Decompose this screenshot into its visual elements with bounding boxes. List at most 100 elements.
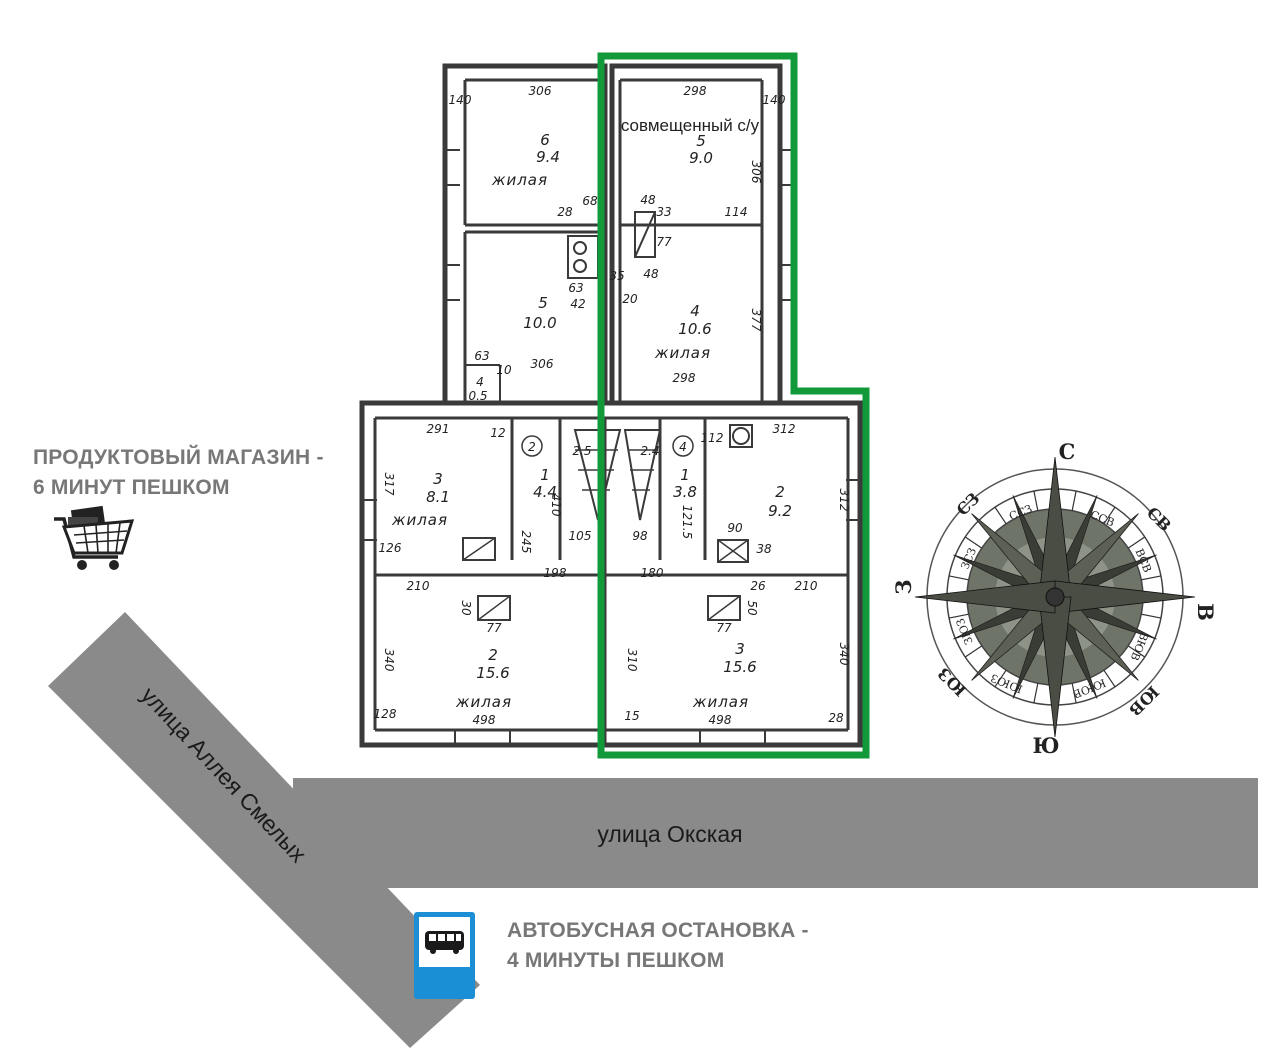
room-number: 1 — [540, 466, 550, 484]
compass-label-sw: ЮЗ — [934, 664, 970, 700]
compass-label-north: С — [1059, 439, 1076, 464]
compass-ring-tick — [1141, 575, 1162, 581]
svg-text:33: 33 — [656, 205, 671, 219]
room-type: жилая — [455, 693, 512, 711]
svg-text:210: 210 — [407, 579, 430, 593]
room-area: 8.1 — [426, 488, 450, 506]
room-area: 9.0 — [689, 149, 713, 167]
svg-text:30: 30 — [459, 600, 473, 616]
room-area: 10.6 — [678, 320, 711, 338]
room-number: 5 — [696, 132, 706, 150]
compass-ring-tick — [994, 506, 1007, 525]
room-area: 4.4 — [533, 483, 557, 501]
svg-text:38: 38 — [756, 542, 772, 556]
compass-ring-tick — [1033, 683, 1039, 704]
svg-text:340: 340 — [837, 643, 851, 666]
svg-text:50: 50 — [745, 600, 759, 616]
compass-ring-tick — [1071, 490, 1077, 511]
compass-ring-tick — [1127, 645, 1146, 658]
svg-text:298: 298 — [673, 371, 696, 385]
svg-text:12: 12 — [490, 426, 505, 440]
street-label-okskaya: улица Окская — [597, 821, 742, 847]
compass-ring-tick — [1033, 490, 1039, 511]
svg-text:126: 126 — [379, 541, 402, 555]
plan-wall-lower — [359, 400, 863, 748]
room-area: 15.6 — [723, 658, 756, 676]
room-area: 15.6 — [476, 664, 509, 682]
svg-text:410: 410 — [549, 494, 563, 517]
svg-text:77: 77 — [486, 621, 502, 635]
svg-text:63: 63 — [568, 281, 583, 295]
compass-label-east: В — [1193, 603, 1218, 621]
compass-ring-tick — [1103, 506, 1116, 525]
compass-ring-tick — [1141, 613, 1162, 619]
svg-text:180: 180 — [641, 566, 664, 580]
room-area: 0.5 — [468, 389, 487, 403]
room-number: 2 — [488, 646, 498, 664]
svg-text:306: 306 — [749, 161, 763, 184]
compass-point — [914, 580, 1056, 614]
room-number: 5 — [538, 294, 548, 312]
road-okskaya — [293, 778, 1258, 888]
svg-text:68: 68 — [582, 194, 598, 208]
svg-text:306: 306 — [531, 357, 554, 371]
room-number: 2 — [775, 483, 785, 501]
dimension-labels: 306 298 140 140 306 68 28 48 33 77 48 63… — [374, 84, 851, 727]
svg-text:48: 48 — [643, 267, 659, 281]
poi-bus-line1: АВТОБУСНАЯ ОСТАНОВКА - — [507, 919, 809, 942]
room-type: жилая — [491, 171, 548, 189]
svg-text:298: 298 — [684, 84, 707, 98]
svg-text:2.5: 2.5 — [572, 444, 591, 458]
room-number: 1 — [680, 466, 690, 484]
svg-text:10: 10 — [496, 363, 512, 377]
poi-grocery-store: ПРОДУКТОВЫЙ МАГАЗИН - 6 МИНУТ ПЕШКОМ — [33, 443, 324, 503]
compass-ring-tick — [964, 536, 983, 549]
room-area: 10.0 — [523, 314, 556, 332]
room-type: жилая — [654, 344, 711, 362]
svg-text:114: 114 — [725, 205, 748, 219]
svg-text:63: 63 — [474, 349, 489, 363]
compass-ring-tick — [1071, 683, 1077, 704]
svg-text:340: 340 — [382, 649, 396, 672]
room-area: 9.2 — [768, 502, 792, 520]
svg-text:112: 112 — [701, 431, 724, 445]
road-aleya-smelykh — [48, 612, 480, 1048]
room-number: 4 — [476, 375, 484, 389]
poi-bus-line2: 4 МИНУТЫ ПЕШКОМ — [507, 949, 725, 972]
svg-text:77: 77 — [716, 621, 732, 635]
room-area: 3.8 — [673, 483, 697, 501]
svg-text:498: 498 — [709, 713, 732, 727]
room-type: совмещенный с/у — [621, 116, 760, 135]
room-type: жилая — [692, 693, 749, 711]
svg-text:291: 291 — [427, 422, 450, 436]
svg-text:77: 77 — [656, 235, 672, 249]
room-number: 4 — [690, 302, 700, 320]
compass-ring-tick — [1103, 669, 1116, 688]
svg-text:15: 15 — [624, 709, 639, 723]
compass-ring-tick — [1127, 536, 1146, 549]
apartment-highlight-outline — [597, 52, 870, 759]
svg-text:48: 48 — [640, 193, 656, 207]
svg-text:312: 312 — [837, 489, 851, 512]
compass-ring-tick — [948, 613, 969, 619]
shopping-cart-icon — [54, 505, 135, 570]
svg-text:105: 105 — [569, 529, 592, 543]
svg-text:140: 140 — [449, 93, 472, 107]
room-type: жилая — [391, 511, 448, 529]
compass-label-west: З — [891, 579, 916, 594]
compass-ring-tick — [964, 645, 983, 658]
bus-stop-icon — [414, 912, 475, 999]
compass-label-south: Ю — [1032, 733, 1059, 758]
svg-text:28: 28 — [557, 205, 573, 219]
svg-text:90: 90 — [727, 521, 743, 535]
svg-text:377: 377 — [749, 309, 763, 332]
svg-text:35: 35 — [609, 269, 624, 283]
room-area: 9.4 — [536, 148, 560, 166]
poi-grocery-line2: 6 МИНУТ ПЕШКОМ — [33, 476, 230, 499]
svg-text:210: 210 — [795, 579, 818, 593]
svg-text:98: 98 — [632, 529, 648, 543]
svg-text:2.4: 2.4 — [640, 444, 659, 458]
